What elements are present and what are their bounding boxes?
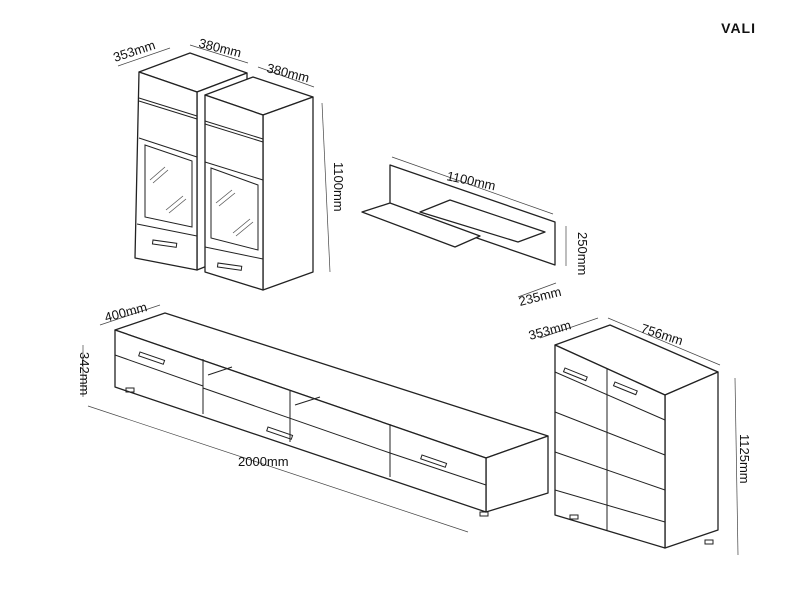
chest-height-label: 1125mm xyxy=(737,434,752,484)
wall-shelf xyxy=(361,164,556,266)
shelf-depth-label: 235mm xyxy=(517,284,563,309)
wall-cabinet-2-width-label: 380mm xyxy=(265,60,311,85)
chest-depth-label: 353mm xyxy=(527,317,573,343)
tv-stand-height-label: 342mm xyxy=(77,352,92,395)
brand-logo: VALI xyxy=(721,20,756,36)
chest-of-drawers xyxy=(554,324,719,549)
wall-cabinet-height-label: 1100mm xyxy=(331,162,346,212)
tv-stand-width-label: 2000mm xyxy=(238,454,289,469)
wall-cabinet-1-width-label: 380mm xyxy=(197,35,243,60)
shelf-height-label: 250mm xyxy=(575,232,590,275)
tv-stand xyxy=(114,312,549,517)
wall-cabinet-2 xyxy=(204,76,314,291)
